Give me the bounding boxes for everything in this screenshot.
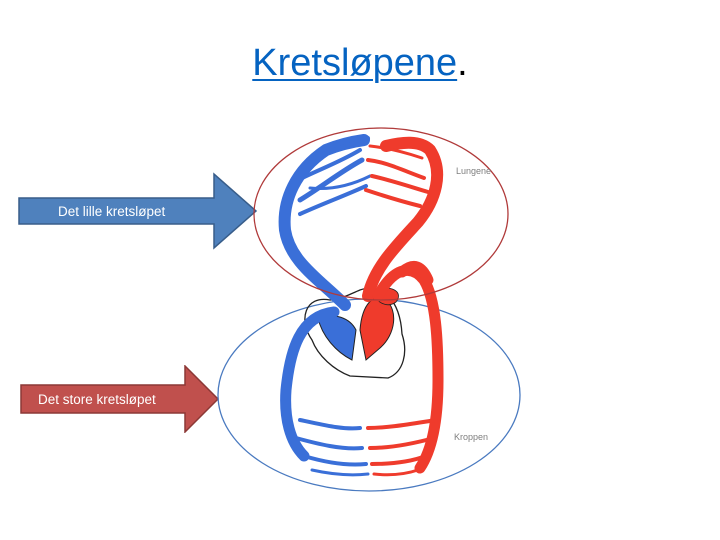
- heart: [304, 287, 406, 379]
- systemic-circulation-ellipse: [217, 298, 521, 492]
- title-period: .: [457, 42, 468, 84]
- lungs-label: Lungene: [456, 166, 491, 176]
- large-circulation-label: Det store kretsløpet: [38, 392, 156, 407]
- pulmonary-circulation-ellipse: [253, 127, 509, 301]
- small-circulation-arrow: Det lille kretsløpet: [18, 172, 258, 250]
- large-circulation-arrow: Det store kretsløpet: [20, 365, 220, 433]
- slide-title: Kretsløpene.: [0, 42, 720, 85]
- oxygen-rich-vessels: [362, 136, 444, 477]
- oxygen-poor-vessels: [278, 134, 372, 477]
- title-link[interactable]: Kretsløpene: [252, 42, 458, 84]
- small-circulation-label: Det lille kretsløpet: [58, 204, 166, 219]
- aorta-crossing: [396, 261, 434, 286]
- body-label: Kroppen: [454, 432, 488, 442]
